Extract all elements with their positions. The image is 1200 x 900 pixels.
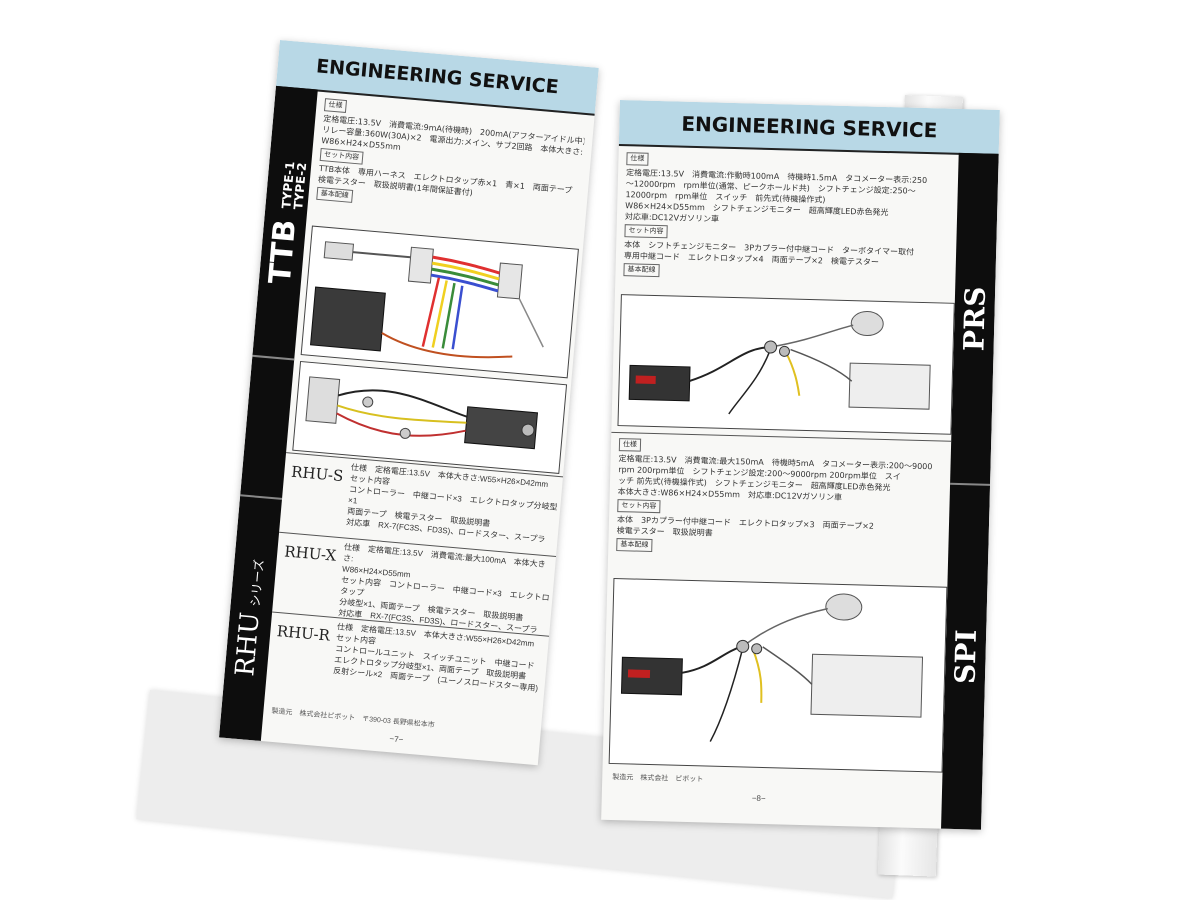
prs-set-label: セット内容 <box>624 224 668 239</box>
ttb-spec-block: 仕様 定格電圧:13.5V 消費電流:9mA(待機時) 200mA(アフターアイ… <box>316 96 586 224</box>
prs-spec-block: 仕様 定格電圧:13.5V 消費電流:作動時100mA 待機時1.5mA タコメ… <box>623 150 954 287</box>
ignition-coil-shape <box>850 311 884 337</box>
rhu-x-spec: 仕様 定格電圧:13.5V 消費電流:最大100mA 本体大きさ: W86×H2… <box>338 542 554 637</box>
controller-knob-shape <box>521 423 535 437</box>
prs-wiring-diagram <box>617 294 955 435</box>
spi-diagram-label: 基本配線 <box>616 538 653 552</box>
prs-unit-shape <box>628 364 691 402</box>
spi-section-tab: SPI <box>940 482 991 830</box>
left-page-number: −7− <box>389 734 404 745</box>
left-page: ENGINEERING SERVICE TTB TYPE-1 TYPE-2 RH… <box>218 40 599 766</box>
spi-wiring-svg <box>620 593 924 742</box>
hazard-switch-shape <box>305 376 341 424</box>
key-switch-shape <box>323 241 355 261</box>
prs-wiring-svg <box>628 311 931 415</box>
rhu-series-title: RHU <box>230 610 266 678</box>
engine-computer-shape <box>848 362 931 410</box>
prs-title: PRS <box>957 285 992 352</box>
spi-unit-shape <box>620 656 683 696</box>
rhu-controller-shape <box>464 406 539 450</box>
connector-shape <box>407 246 434 284</box>
rhu-vertical-title: RHU シリーズ <box>230 558 270 678</box>
spi-spec-block: 仕様 定格電圧:13.5V 消費電流:最大150mA 待機時5mA タコメーター… <box>616 436 947 562</box>
spi-wiring-diagram <box>608 577 948 773</box>
blank-section-tab <box>240 354 295 500</box>
right-page: ENGINEERING SERVICE PRS SPI 仕様 定格電圧:13.5… <box>601 100 1000 830</box>
rhu-wiring-diagram <box>292 360 568 474</box>
rhu-s-spec: 仕様 定格電圧:13.5V 本体大きさ:W55×H26×D42mm セット内容 … <box>346 462 561 546</box>
spi-set-label: セット内容 <box>617 499 661 514</box>
ttb-title: TTB <box>262 217 303 285</box>
left-page-footer: 製造元 株式会社ピボット 〒390-03 長野県松本市 <box>271 707 435 730</box>
ttb-diagram-label: 基本配線 <box>316 186 354 203</box>
rhu-wiring-svg <box>305 376 539 450</box>
rhu-s-model-name: RHU-S <box>290 462 345 486</box>
right-page-footer: 製造元 株式会社 ピボット <box>612 774 704 784</box>
ttb-set-label: セット内容 <box>319 147 364 165</box>
right-page-header: ENGINEERING SERVICE <box>618 100 1000 156</box>
ttb-subtitles: TYPE-1 TYPE-2 <box>278 160 308 209</box>
prs-diagram-label: 基本配線 <box>623 263 660 278</box>
ttb-spec-label: 仕様 <box>323 98 348 114</box>
right-page-number: −8− <box>751 793 766 804</box>
ttb-wiring-diagram <box>300 225 579 379</box>
rhu-r-model-name: RHU-R <box>276 622 331 645</box>
connector-shape <box>496 262 523 300</box>
ttb-wiring-svg <box>310 241 544 359</box>
spi-led-display <box>627 669 651 678</box>
engine-computer-shape <box>810 653 924 718</box>
ttb-unit-shape <box>310 286 386 352</box>
prs-section-tab: PRS <box>950 152 999 486</box>
rhu-x-model-name: RHU-X <box>283 542 338 565</box>
ignition-coil-shape <box>825 593 863 621</box>
spi-title: SPI <box>948 628 983 684</box>
prs-spec-label: 仕様 <box>626 152 649 166</box>
rhu-series-suffix: シリーズ <box>248 558 267 608</box>
ttb-vertical-title: TTB TYPE-1 TYPE-2 <box>262 159 308 285</box>
spi-spec-label: 仕様 <box>618 438 642 452</box>
prs-led-display <box>635 375 656 385</box>
